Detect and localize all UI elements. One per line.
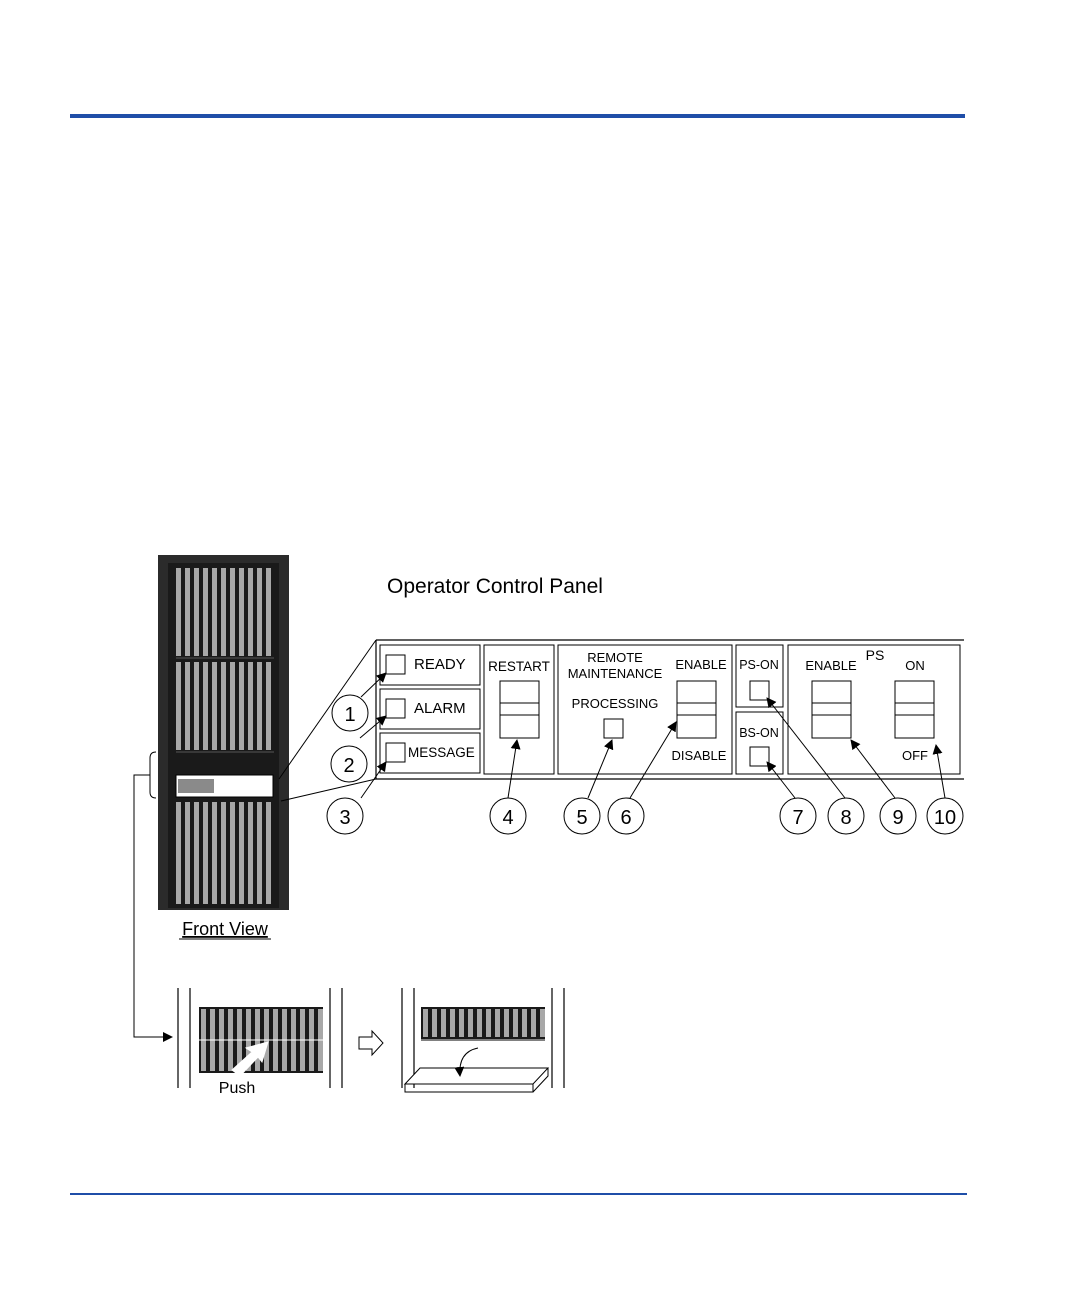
message-led — [386, 743, 405, 762]
alarm-led — [386, 699, 405, 718]
ps-enable-label: ENABLE — [805, 658, 857, 673]
svg-text:10: 10 — [934, 807, 956, 829]
ready-led — [386, 655, 405, 674]
then-arrow-icon — [359, 1031, 383, 1055]
svg-text:8: 8 — [840, 807, 851, 829]
callout-6: 6 — [608, 798, 644, 834]
callout-9: 9 — [880, 798, 916, 834]
operator-control-panel: READY ALARM MESSAGE RESTART REMOTE MAINT… — [376, 640, 964, 779]
svg-text:4: 4 — [502, 807, 513, 829]
callout-2: 2 — [331, 746, 367, 782]
detail-open — [402, 988, 564, 1092]
svg-text:1: 1 — [344, 704, 355, 726]
maintenance-label: MAINTENANCE — [568, 666, 663, 681]
callout-7: 7 — [780, 798, 816, 834]
detail-closed — [178, 988, 342, 1088]
bs-on-label: BS-ON — [739, 726, 779, 740]
svg-text:3: 3 — [339, 807, 350, 829]
svg-text:6: 6 — [620, 807, 631, 829]
processing-led — [604, 719, 623, 738]
svg-text:2: 2 — [343, 755, 354, 777]
restart-label: RESTART — [488, 659, 550, 674]
ps-off-switch-label: OFF — [902, 748, 928, 763]
cabinet-panel-indicator — [178, 779, 214, 793]
message-label: MESSAGE — [408, 745, 475, 760]
callout-3: 3 — [327, 798, 363, 834]
callout-1: 1 — [332, 695, 368, 731]
remote-label: REMOTE — [587, 650, 643, 665]
open-tray — [405, 1068, 548, 1084]
rm-disable-label: DISABLE — [672, 748, 727, 763]
panel-title: Operator Control Panel — [387, 575, 603, 598]
svg-text:5: 5 — [576, 807, 587, 829]
cabinet-front-view — [158, 555, 289, 910]
bracket — [150, 752, 156, 798]
ps-on-switch-label: ON — [905, 658, 925, 673]
ps-power-switch[interactable] — [895, 681, 934, 738]
push-label: Push — [219, 1080, 255, 1097]
processing-label: PROCESSING — [572, 696, 659, 711]
callout-4: 4 — [490, 798, 526, 834]
bs-on-led — [750, 747, 769, 766]
svg-text:9: 9 — [892, 807, 903, 829]
alarm-label: ALARM — [414, 700, 466, 717]
ps-on-led — [750, 681, 769, 700]
callout-5: 5 — [564, 798, 600, 834]
svg-text:7: 7 — [792, 807, 803, 829]
callout-10: 10 — [927, 798, 963, 834]
restart-switch[interactable] — [500, 681, 539, 738]
remote-maintenance-switch[interactable] — [677, 681, 716, 738]
ready-label: READY — [414, 656, 466, 673]
callout-8: 8 — [828, 798, 864, 834]
ps-label: PS — [866, 647, 885, 663]
ps-on-label: PS-ON — [739, 658, 779, 672]
rm-enable-label: ENABLE — [675, 657, 727, 672]
front-view-label: Front View — [182, 919, 269, 939]
ps-enable-switch[interactable] — [812, 681, 851, 738]
